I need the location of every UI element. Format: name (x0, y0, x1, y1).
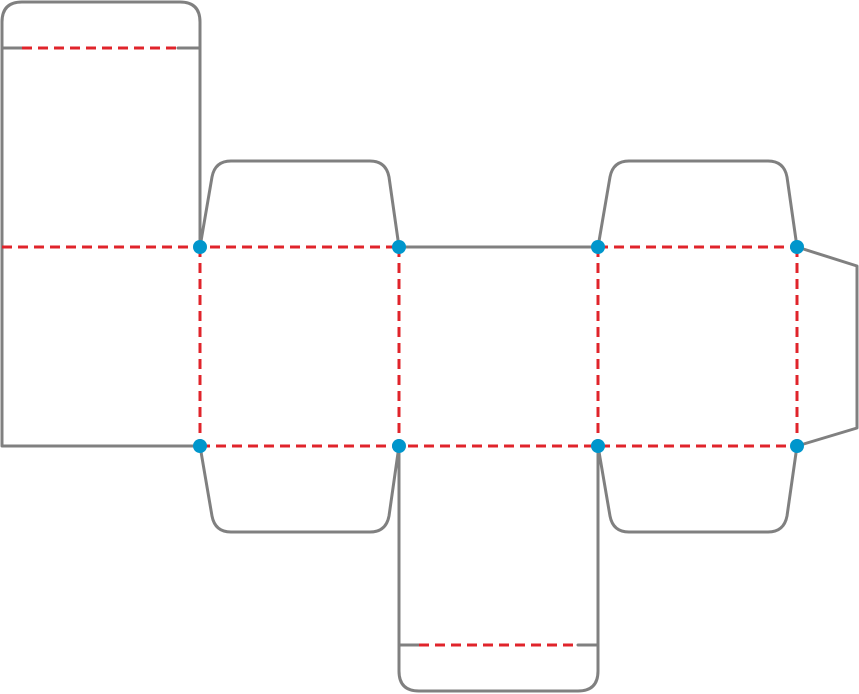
vertex-dot (790, 240, 804, 254)
top-dust-flap-left (198, 159, 401, 249)
bottom-panel-with-tuck-outline (397, 444, 600, 693)
vertex-dot (591, 240, 605, 254)
vertex-dot (392, 240, 406, 254)
bottom-dust-flap-right (596, 444, 799, 534)
vertex-dot (193, 439, 207, 453)
vertex-dot (392, 439, 406, 453)
vertex-dots (193, 240, 804, 453)
vertex-dot (193, 240, 207, 254)
bottom-dust-flap-left (198, 444, 401, 534)
vertex-dot (591, 439, 605, 453)
left-panel-with-top-tuck-outline (0, 0, 202, 448)
glue-flap-outline (795, 245, 859, 448)
vertex-dot (790, 439, 804, 453)
top-dust-flap-right (596, 159, 799, 249)
